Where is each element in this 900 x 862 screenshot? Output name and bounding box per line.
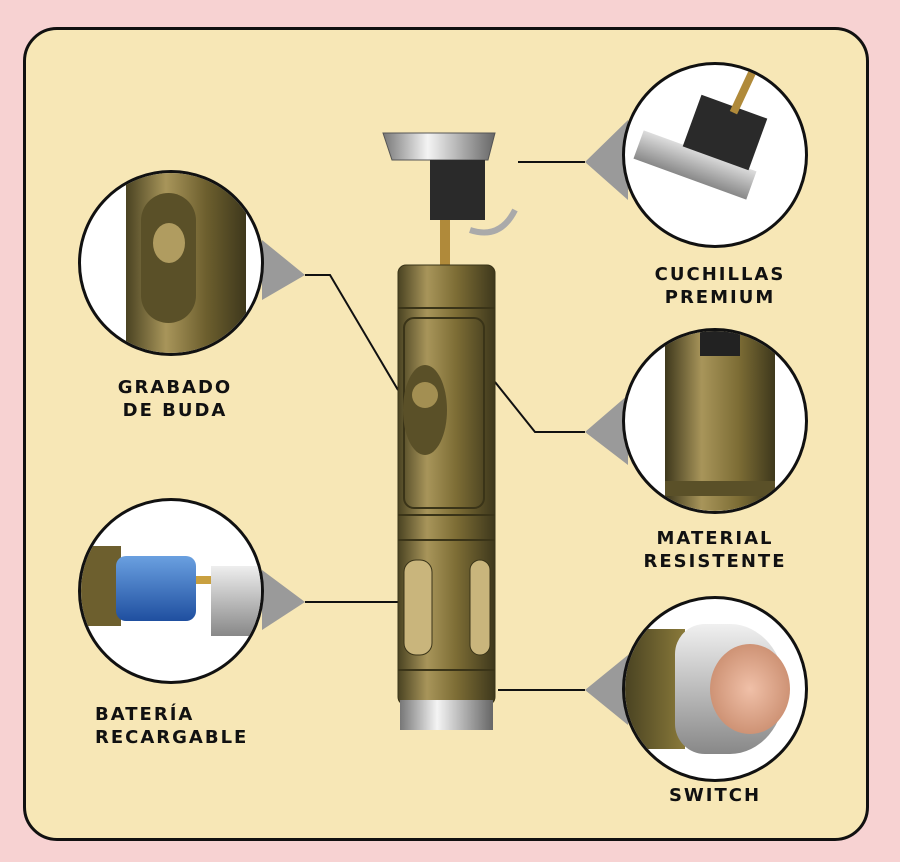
label-battery: BATERÍA RECARGABLE [95, 703, 248, 749]
label-line: PREMIUM [664, 287, 776, 308]
material-detail-image [622, 328, 808, 514]
switch-detail-image [622, 596, 808, 782]
pointer-engraving [262, 240, 305, 300]
battery-detail-image [78, 498, 264, 684]
engraving-detail-image [78, 170, 264, 356]
label-line: DE BUDA [122, 400, 228, 421]
label-line: MATERIAL [656, 528, 774, 549]
pointer-switch [585, 655, 628, 725]
label-line: RESISTENTE [643, 551, 787, 572]
label-line: GRABADO [117, 377, 233, 398]
trimmer-product [382, 132, 518, 730]
blades-detail-image [622, 62, 808, 248]
label-blades: CUCHILLAS PREMIUM [630, 263, 810, 309]
label-material: MATERIAL RESISTENTE [625, 527, 805, 573]
label-engraving: GRABADO DE BUDA [95, 376, 255, 422]
label-line: CUCHILLAS [654, 264, 786, 285]
pointer-material [585, 395, 628, 465]
pointer-battery [262, 570, 305, 630]
label-line: SWITCH [668, 785, 762, 806]
label-line: RECARGABLE [95, 727, 249, 748]
label-switch: SWITCH [625, 784, 805, 807]
pointer-blades [585, 120, 628, 200]
label-line: BATERÍA [95, 704, 195, 725]
